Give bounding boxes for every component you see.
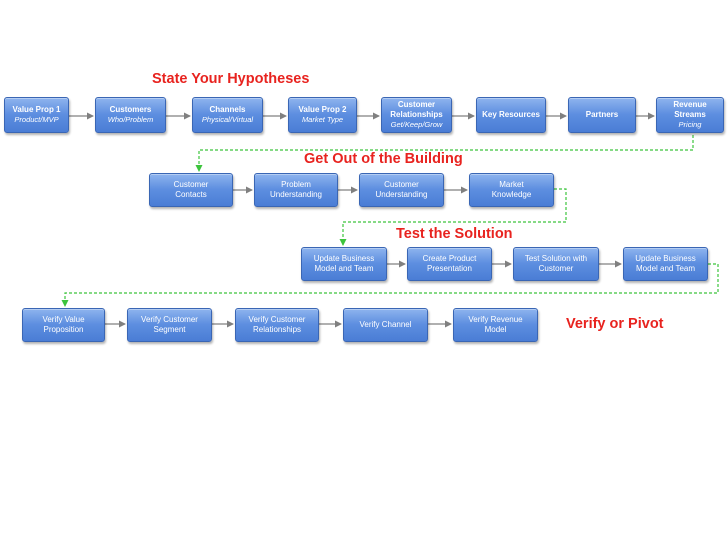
box-verify-channel: Verify Channel (343, 308, 428, 342)
box-customers: Customers Who/Problem (95, 97, 166, 133)
box-subtitle: Product/MVP (14, 115, 59, 125)
box-value-prop-2: Value Prop 2 Market Type (288, 97, 357, 133)
box-subtitle: Market Type (301, 115, 344, 125)
box-title: Partners (585, 110, 619, 119)
box-title: Problem Understanding (269, 180, 323, 199)
connector-row3-to-row4 (61, 263, 719, 307)
heading-get-out-of-the-building: Get Out of the Building (304, 151, 463, 167)
box-update-business-model-and-team-2: Update Business Model and Team (623, 247, 708, 281)
box-title: Verify Channel (359, 320, 412, 329)
heading-state-your-hypotheses: State Your Hypotheses (152, 71, 310, 87)
box-title: Value Prop 1 (12, 105, 61, 115)
box-subtitle: Physical/Virtual (201, 115, 254, 125)
box-value-prop-1: Value Prop 1 Product/MVP (4, 97, 69, 133)
box-verify-revenue-model: Verify Revenue Model (453, 308, 538, 342)
box-title: Create Product Presentation (422, 254, 477, 273)
box-title: Customer Relationships (390, 100, 443, 120)
box-title: Verify Customer Segment (141, 315, 198, 334)
heading-test-the-solution: Test the Solution (396, 226, 513, 242)
box-title: Verify Revenue Model (468, 315, 523, 334)
box-title: Customer Understanding (375, 180, 428, 199)
box-title: Market Knowledge (491, 180, 532, 199)
box-verify-customer-relationships: Verify Customer Relationships (235, 308, 319, 342)
box-title: Revenue Streams (673, 100, 707, 120)
heading-verify-or-pivot: Verify or Pivot (566, 316, 664, 332)
box-title: Value Prop 2 (298, 105, 347, 115)
box-verify-value-proposition: Verify Value Proposition (22, 308, 105, 342)
box-title: Customer Contacts (173, 180, 209, 199)
box-test-solution-with-customer: Test Solution with Customer (513, 247, 599, 281)
box-update-business-model-and-team-1: Update Business Model and Team (301, 247, 387, 281)
box-problem-understanding: Problem Understanding (254, 173, 338, 207)
box-channels: Channels Physical/Virtual (192, 97, 263, 133)
box-title: Key Resources (482, 110, 540, 119)
box-verify-customer-segment: Verify Customer Segment (127, 308, 212, 342)
connector-row2-to-row3 (339, 188, 567, 246)
box-partners: Partners (568, 97, 636, 133)
box-revenue-streams: Revenue Streams Pricing (656, 97, 724, 133)
box-customer-understanding: Customer Understanding (359, 173, 444, 207)
box-key-resources: Key Resources (476, 97, 546, 133)
box-subtitle: Pricing (678, 120, 702, 130)
box-subtitle: Get/Keep/Grow (390, 120, 443, 130)
box-title: Test Solution with Customer (524, 254, 588, 273)
box-title: Verify Customer Relationships (248, 315, 306, 334)
box-title: Update Business Model and Team (635, 254, 696, 273)
box-title: Customers (109, 105, 152, 115)
box-create-product-presentation: Create Product Presentation (407, 247, 492, 281)
box-customer-contacts: Customer Contacts (149, 173, 233, 207)
box-market-knowledge: Market Knowledge (469, 173, 554, 207)
connector-row1-to-row2 (195, 135, 694, 172)
box-title: Channels (209, 105, 246, 115)
box-customer-relationships: Customer Relationships Get/Keep/Grow (381, 97, 452, 133)
box-subtitle: Who/Problem (107, 115, 154, 125)
box-title: Update Business Model and Team (313, 254, 375, 273)
box-title: Verify Value Proposition (42, 315, 85, 334)
